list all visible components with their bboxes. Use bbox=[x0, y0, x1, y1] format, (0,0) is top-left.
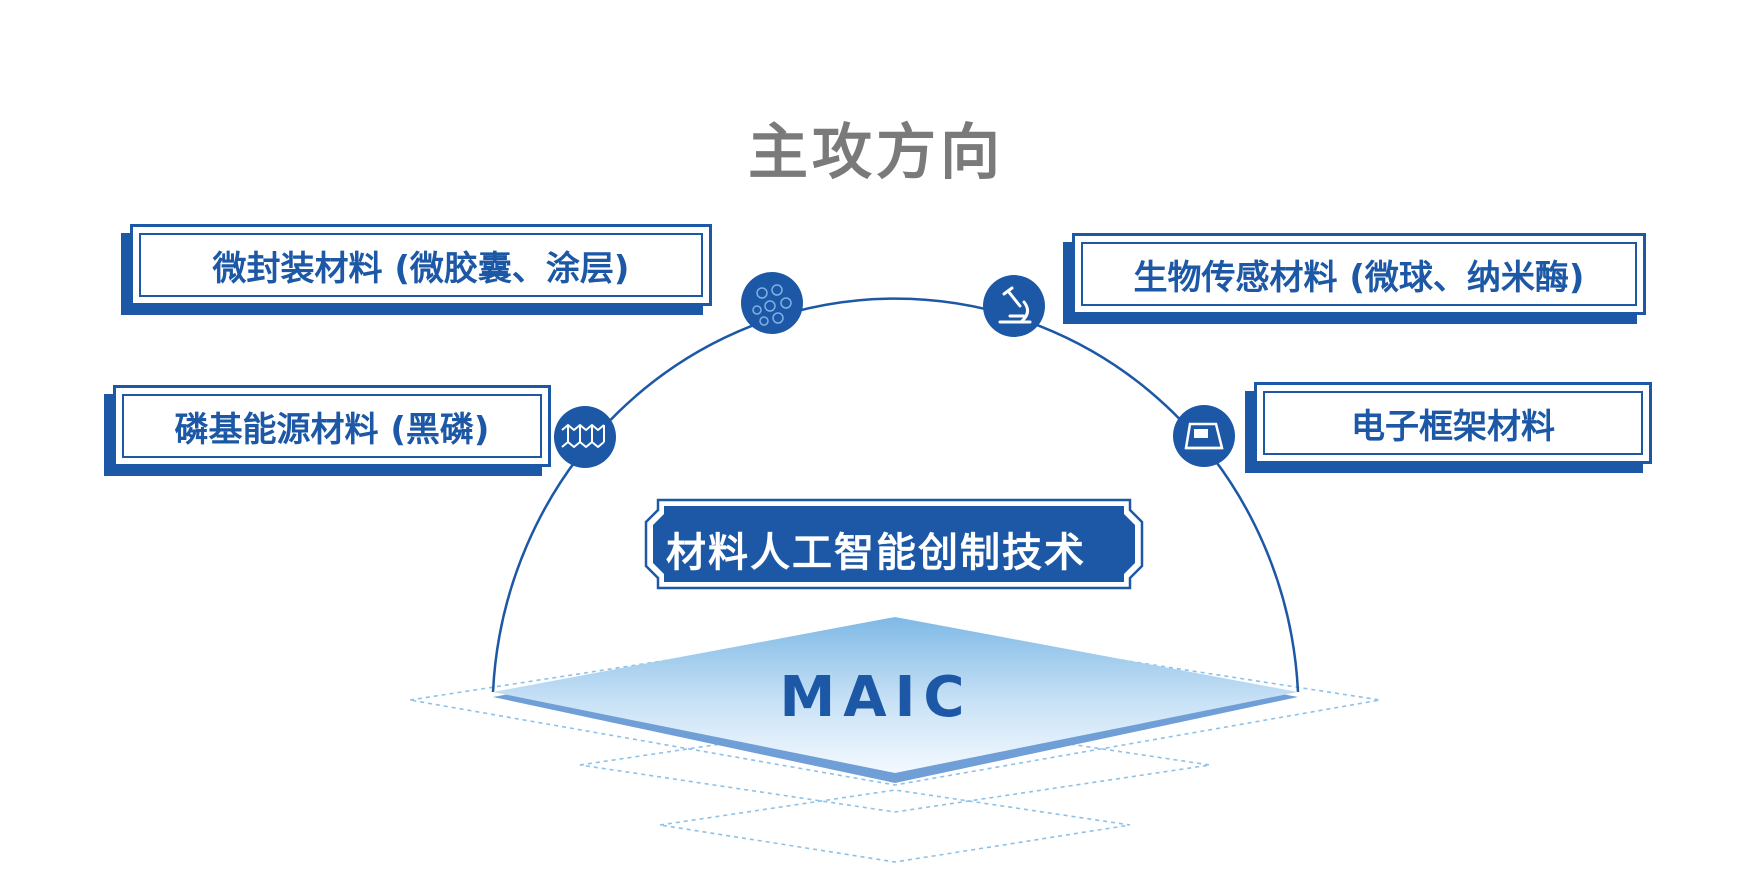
maic-platform bbox=[493, 617, 1298, 783]
microscope-icon bbox=[983, 275, 1045, 337]
platform-label: MAIC bbox=[779, 665, 973, 730]
electronic-device-icon bbox=[1173, 405, 1235, 467]
direction-box-microencapsulation: 微封装材料 (微胶囊、涂层) bbox=[130, 224, 712, 306]
dome-arc bbox=[491, 297, 1300, 693]
black-phosphorus-icon bbox=[554, 406, 616, 468]
direction-label: 磷基能源材料 (黑磷) bbox=[122, 394, 542, 458]
center-plaque bbox=[644, 498, 1144, 590]
direction-label: 生物传感材料 (微球、纳米酶) bbox=[1081, 242, 1637, 306]
direction-label: 微封装材料 (微胶囊、涂层) bbox=[139, 233, 703, 297]
direction-label: 电子框架材料 bbox=[1263, 391, 1643, 455]
direction-box-biosensing: 生物传感材料 (微球、纳米酶) bbox=[1072, 233, 1646, 315]
microcapsule-icon bbox=[741, 272, 803, 334]
diagram-title: 主攻方向 bbox=[748, 118, 1004, 188]
direction-box-electronic-framework: 电子框架材料 bbox=[1254, 382, 1652, 464]
direction-box-phosphorus: 磷基能源材料 (黑磷) bbox=[113, 385, 551, 467]
platform-layers bbox=[409, 624, 1381, 863]
center-label: 材料人工智能创制技术 bbox=[666, 530, 1086, 576]
